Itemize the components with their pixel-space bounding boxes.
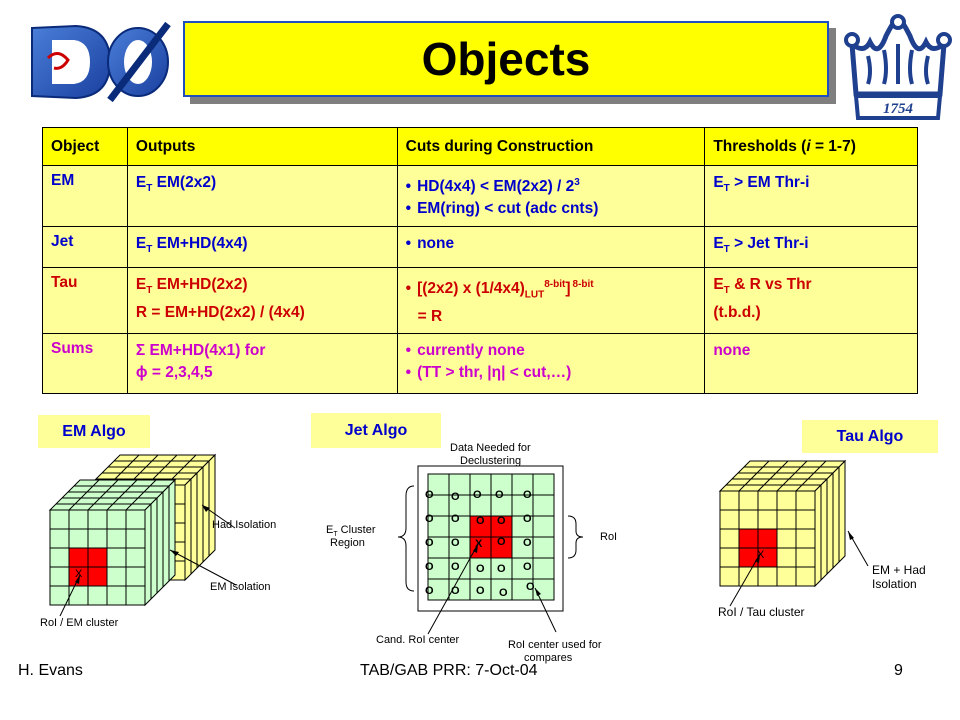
table-header-row: Object Outputs Cuts during Construction … [42, 127, 918, 166]
em-em-cube: X [48, 478, 177, 607]
cell-thresholds: ET > EM Thr-i [704, 164, 918, 228]
jet-cell-o: O [425, 537, 434, 549]
table-row-em: EM ET EM(2x2) HD(4x4) < EM(2x2) / 23 EM(… [42, 164, 918, 228]
tau-em-had-label-2: Isolation [872, 577, 917, 591]
em-had-isolation-label: Had Isolation [212, 519, 276, 531]
jet-cell-o: O [451, 537, 460, 549]
jet-cell-o: O [523, 513, 532, 525]
tau-roi-label: RoI / Tau cluster [718, 605, 804, 619]
cell-cuts: none [396, 226, 706, 269]
header-outputs: Outputs [126, 127, 398, 166]
jet-cell-o: O [523, 561, 532, 573]
jet-cell-o: O [523, 537, 532, 549]
jet-cell-o: O [473, 489, 482, 501]
jet-cell-o: O [499, 587, 508, 599]
footer-page-number: 9 [894, 662, 903, 679]
cell-cuts: [(2x2) x (1/4x4)LUT8-bit]8-bit = R [396, 267, 706, 334]
jet-roi-center-used-line1: RoI center used for [508, 639, 602, 651]
header-cuts: Cuts during Construction [396, 127, 706, 166]
tau-algo-label: Tau Algo [802, 420, 938, 453]
cell-cuts: HD(4x4) < EM(2x2) / 23 EM(ring) < cut (a… [396, 164, 706, 228]
cell-thresholds: ET > Jet Thr-i [704, 226, 918, 269]
dzero-logo [31, 21, 171, 103]
header-thresholds: Thresholds (i = 1-7) [704, 127, 918, 166]
objects-table: Object Outputs Cuts during Construction … [42, 127, 918, 394]
cell-outputs: ET EM+HD(4x4) [126, 226, 398, 269]
jet-cell-o: O [425, 585, 434, 597]
svg-text:1754: 1754 [883, 101, 914, 117]
cell-object: Sums [42, 332, 128, 394]
jet-x-mark: X [475, 538, 483, 550]
jet-cluster-region-label: ET Cluster [326, 524, 376, 538]
table-row-tau: Tau ET EM+HD(2x2) R = EM+HD(2x2) / (4x4)… [42, 267, 918, 334]
jet-cell-o: O [526, 581, 535, 593]
tau-x-mark: X [757, 549, 765, 561]
em-em-isolation-label: EM Isolation [210, 581, 271, 593]
jet-grid: O O O O O O O O O O O O X O O O O O O O … [417, 465, 564, 612]
header-object: Object [42, 127, 128, 166]
cell-thresholds: ET & R vs Thr (t.b.d.) [704, 267, 918, 334]
jet-cell-o: O [476, 515, 485, 527]
jet-cell-o: O [497, 515, 506, 527]
cell-cuts: currently none (TT > thr, |η| < cut,…) [396, 332, 706, 394]
jet-cluster-region-label2: Region [330, 537, 365, 549]
page-title: Objects [421, 33, 591, 85]
title-box: Objects [183, 21, 829, 97]
jet-cell-o: O [451, 513, 460, 525]
cell-object: Tau [42, 267, 128, 334]
jet-cand-center-label: Cand. RoI center [376, 634, 459, 646]
tau-cube: X [718, 459, 847, 588]
jet-data-needed-line1: Data Needed for [450, 442, 531, 454]
cell-thresholds: none [704, 332, 918, 394]
cell-object: Jet [42, 226, 128, 269]
cell-outputs: Σ EM+HD(4x1) for ϕ = 2,3,4,5 [126, 332, 398, 394]
jet-cell-o: O [451, 491, 460, 503]
cell-object: EM [42, 164, 128, 228]
jet-cell-o: O [451, 585, 460, 597]
jet-roi-label: RoI [600, 531, 617, 543]
footer-author: H. Evans [18, 662, 83, 679]
jet-cell-o: O [425, 561, 434, 573]
jet-algo-label: Jet Algo [311, 413, 441, 448]
jet-cell-o: O [476, 563, 485, 575]
em-algo-label: EM Algo [38, 415, 150, 448]
tau-em-had-label-1: EM + Had [872, 563, 926, 577]
columbia-crown-logo: 1754 [844, 14, 952, 120]
jet-cell-o: O [523, 489, 532, 501]
jet-cell-o: O [495, 489, 504, 501]
jet-cell-o: O [451, 561, 460, 573]
em-x-mark: X [75, 568, 83, 580]
cell-outputs: ET EM(2x2) [126, 164, 398, 228]
em-algo-diagram: X Had Isolation EM Isolation RoI / EM cl… [40, 453, 276, 629]
tau-algo-diagram: X EM + Had Isolation RoI / Tau cluster [718, 459, 926, 619]
footer-event: TAB/GAB PRR: 7-Oct-04 [360, 662, 538, 679]
jet-cell-o: O [497, 563, 506, 575]
jet-cell-o: O [476, 585, 485, 597]
jet-cell-o: O [425, 489, 434, 501]
table-row-sums: Sums Σ EM+HD(4x1) for ϕ = 2,3,4,5 curren… [42, 332, 918, 394]
em-roi-label: RoI / EM cluster [40, 617, 119, 629]
jet-roi-center-used-line2: compares [524, 652, 573, 664]
jet-cell-o: O [425, 513, 434, 525]
cell-outputs: ET EM+HD(2x2) R = EM+HD(2x2) / (4x4) [126, 267, 398, 334]
jet-data-needed-line2: Declustering [460, 455, 521, 467]
jet-cell-o: O [497, 536, 506, 548]
jet-algo-diagram: Data Needed for Declustering O O O O O O… [326, 442, 617, 664]
table-row-jet: Jet ET EM+HD(4x4) none ET > Jet Thr-i [42, 226, 918, 269]
